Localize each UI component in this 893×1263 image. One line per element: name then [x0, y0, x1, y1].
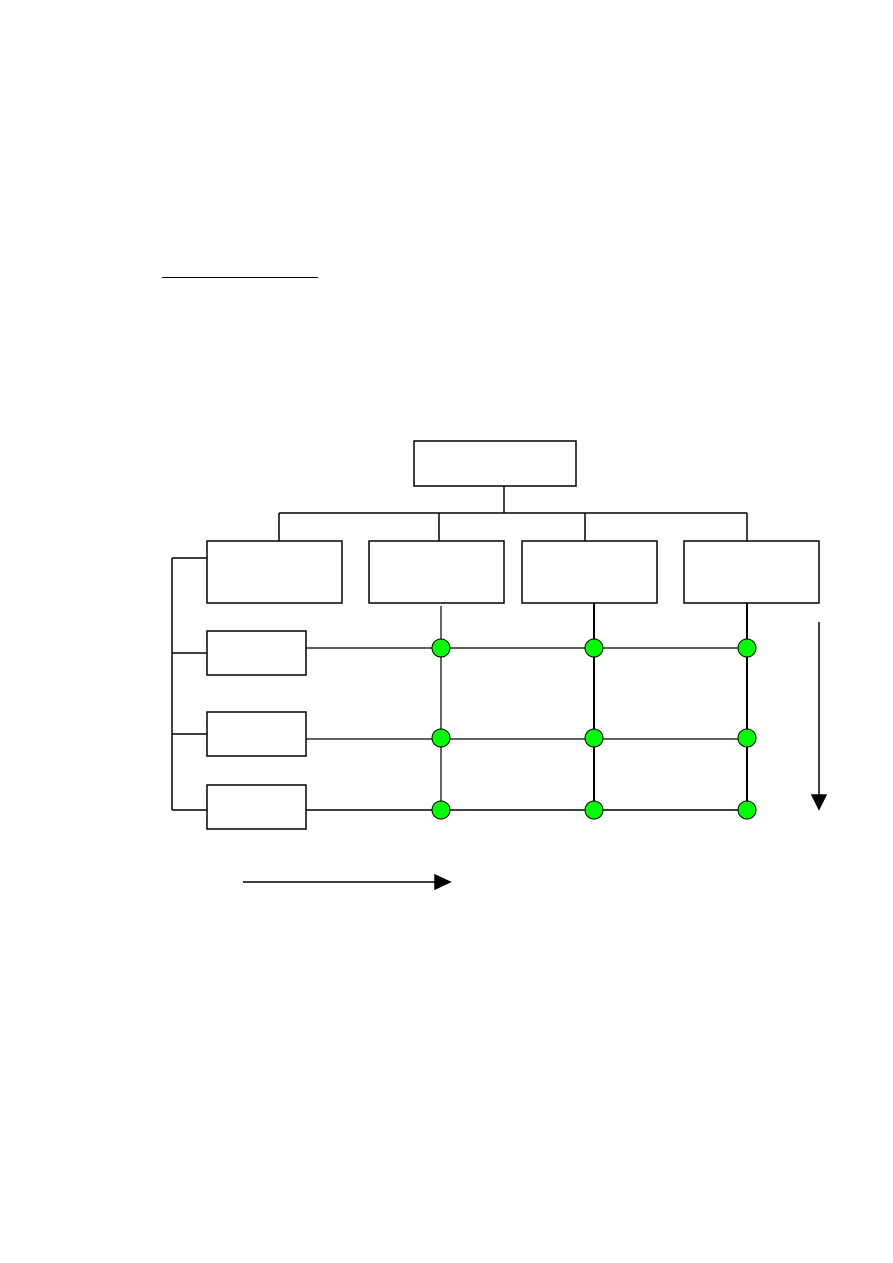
- top-connectors: [278, 486, 748, 541]
- heading-underline: [162, 277, 318, 278]
- down-arrow-head: [810, 794, 828, 811]
- node-r2-c2: [584, 728, 604, 748]
- node-r3-c3: [737, 800, 757, 820]
- node-r3-c1: [431, 800, 451, 820]
- top-box: [413, 440, 577, 487]
- node-r1-c2: [584, 638, 604, 658]
- node-r2-c3: [737, 728, 757, 748]
- row-box-1: [206, 630, 307, 676]
- right-arrow-head: [434, 873, 452, 891]
- left-bracket: [171, 557, 207, 811]
- matrix-grid: [306, 603, 748, 811]
- node-r1-c3: [737, 638, 757, 658]
- boxes: [206, 440, 820, 830]
- node-r1-c1: [431, 638, 451, 658]
- column-box-3: [521, 540, 658, 604]
- column-box-1: [206, 540, 343, 604]
- column-box-4: [683, 540, 820, 604]
- node-r3-c2: [584, 800, 604, 820]
- node-r2-c1: [431, 728, 451, 748]
- row-box-3: [206, 784, 307, 830]
- intersection-nodes: [431, 638, 757, 820]
- row-box-2: [206, 711, 307, 757]
- direction-arrows: [243, 622, 828, 891]
- column-box-2: [368, 540, 505, 604]
